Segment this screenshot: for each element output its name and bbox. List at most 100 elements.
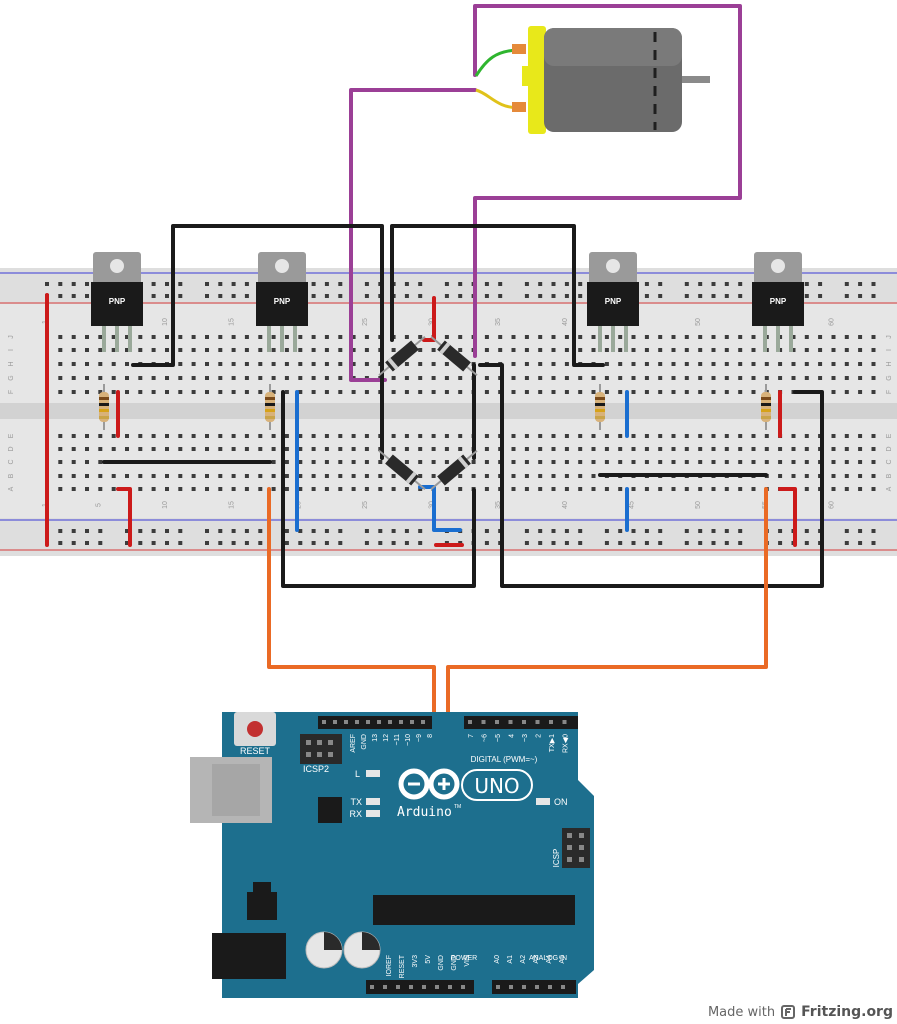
analog-header (492, 980, 576, 994)
row-letter: A (8, 486, 15, 491)
column-number: 50 (695, 318, 702, 326)
power-pin-label: GND (451, 955, 458, 971)
analog-pin-label: A1 (507, 955, 514, 964)
led-l (366, 770, 380, 777)
wire-orange-pin8 (446, 487, 768, 728)
row-letter: A (886, 486, 893, 491)
diode-top-left (378, 335, 426, 377)
power-pin-label: 5V (425, 955, 432, 964)
column-number: 15 (229, 318, 236, 326)
led-on-label: ON (554, 797, 568, 807)
wire-purple-motor-b (349, 88, 477, 382)
digital-pin-label: 8 (427, 734, 434, 738)
column-number: 45 (629, 501, 636, 509)
arduino-tm: TM (454, 804, 461, 810)
digital-pin-label: ~10 (405, 734, 412, 746)
row-letter: F (886, 390, 893, 394)
icsp-label: ICSP (552, 849, 561, 868)
digital-pin-label: 4 (509, 734, 516, 738)
transistor-label: PNP (605, 297, 622, 306)
led-on (536, 798, 550, 805)
row-letter: D (8, 446, 15, 451)
row-letter: H (8, 361, 15, 366)
wire-red-rail-3 (778, 487, 797, 547)
resistor (99, 384, 109, 430)
column-number: 40 (562, 501, 569, 509)
wires (45, 4, 824, 728)
wire-black-top-right (390, 224, 605, 367)
digital-pin-label: 13 (372, 734, 379, 742)
analog-pin-label: A0 (494, 955, 501, 964)
icsp2-header (300, 734, 342, 764)
fritzing-logo-icon (781, 1005, 796, 1019)
row-letter: D (886, 446, 893, 451)
digital-pin-label: TX▶1 (549, 734, 556, 752)
diode-top-right (430, 335, 478, 377)
column-number: 15 (229, 501, 236, 509)
power-pin-label: IOREF (386, 955, 393, 976)
pnp-transistor: PNP (587, 252, 639, 352)
column-number: 35 (495, 318, 502, 326)
resistors (99, 384, 771, 430)
column-number: 60 (828, 318, 835, 326)
column-number: 60 (828, 501, 835, 509)
led-tx-label: TX (350, 797, 362, 807)
digital-pin-label: ~11 (394, 734, 401, 745)
resistor (265, 384, 275, 430)
diodes (378, 335, 478, 491)
transistor-label: PNP (109, 297, 126, 306)
row-letter: B (8, 473, 15, 478)
wire-black-bottom-left (281, 390, 476, 588)
digital-header-right (464, 716, 578, 729)
power-pin-label: RESET (399, 954, 406, 978)
row-letter: G (886, 375, 893, 380)
digital-pin-label: ~9 (416, 734, 423, 742)
wire-red-rail-2 (116, 487, 132, 547)
pnp-transistor: PNP (91, 252, 143, 352)
digital-pin-label: GND (361, 734, 368, 750)
arduino-model: UNO (474, 774, 519, 798)
resistor (761, 384, 771, 430)
power-pin-label: GND (438, 955, 445, 971)
digital-label: DIGITAL (PWM=~) (471, 755, 538, 764)
analog-pin-label: A5 (559, 955, 566, 964)
analog-pin-label: A4 (546, 955, 553, 964)
digital-pin-label: RX◀0 (563, 734, 570, 753)
row-letter: I (886, 349, 893, 351)
fritzing-credit: Made with Fritzing.org (708, 1004, 893, 1020)
digital-pin-label: ~3 (522, 734, 529, 742)
row-letter: J (8, 335, 15, 339)
diode-bottom-left (378, 449, 426, 491)
row-letter: E (8, 433, 15, 438)
icsp-header (562, 828, 590, 868)
led-rx (366, 810, 380, 817)
row-letter: C (886, 459, 893, 464)
digital-pin-label: ~6 (482, 734, 489, 742)
column-number: 25 (362, 501, 369, 509)
led-tx (366, 798, 380, 805)
digital-pin-label: AREF (350, 734, 357, 753)
reset-label: RESET (240, 746, 271, 756)
digital-header-left (318, 716, 432, 729)
diode-bottom-right (430, 449, 478, 491)
column-number: 35 (495, 501, 502, 509)
resistor (595, 384, 605, 430)
column-number: 50 (695, 501, 702, 509)
row-letter: F (8, 390, 15, 394)
column-number: 40 (562, 318, 569, 326)
led-l-label: L (355, 769, 360, 779)
digital-pin-label: 12 (383, 734, 390, 742)
column-number: 10 (162, 318, 169, 326)
column-number: 5 (95, 503, 102, 507)
arduino-uno: RESET ICSP2 DIGITAL (PWM=~) L TX RX ON A… (190, 712, 594, 998)
fritzing-brand: Fritzing.org (801, 1004, 893, 1020)
wire-orange-pin9 (267, 487, 436, 728)
transistor-label: PNP (770, 297, 787, 306)
digital-pin-label: ~5 (495, 734, 502, 742)
digital-pin-label: 7 (468, 734, 475, 738)
